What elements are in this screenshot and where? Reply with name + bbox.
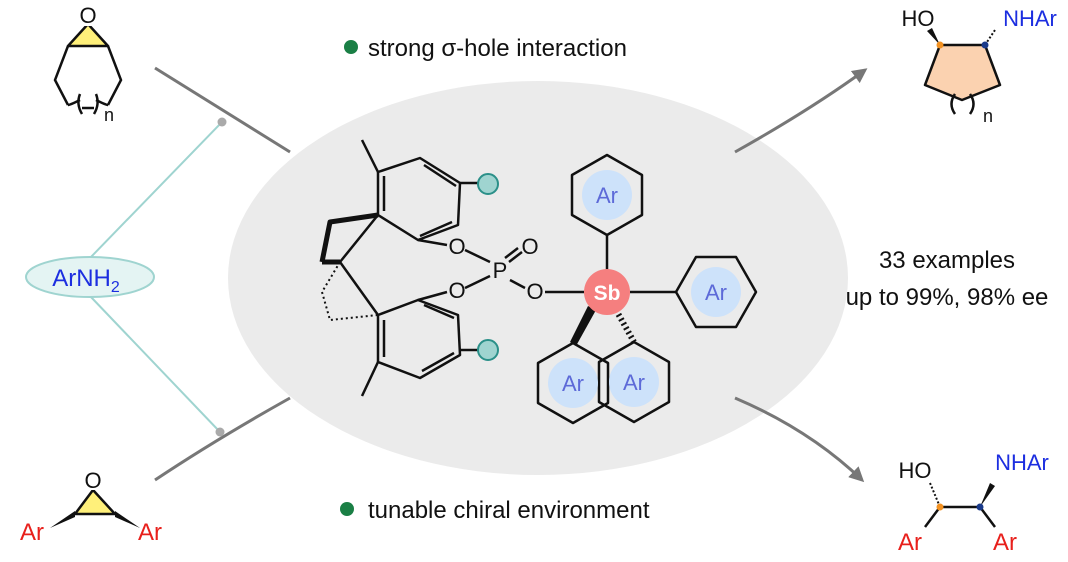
yield-ee: up to 99%, 98% ee [846,284,1049,311]
ar-bottom-left: Ar [562,371,584,396]
ar-top: Ar [596,183,618,208]
acyclic-product-ho: HO [899,458,932,483]
substrate-cyclic-epoxide: O n [53,3,123,125]
acyclic-product-nhar: NHAr [995,450,1049,475]
nucleophile-subscript: 2 [111,279,120,296]
catalyst-labels: O O P O O Sb Ar Ar Ar Ar [448,170,741,408]
cyclic-epoxide-o: O [79,3,96,28]
stilbene-oxide-ar-left: Ar [20,519,44,546]
phosphate-o-link: O [526,279,543,304]
reaction-arrows [154,66,868,483]
phosphate-o-double: O [521,234,538,259]
bullet-bottom-dot [340,502,354,516]
phosphate-p: P [493,258,508,283]
nucleophile-guide-lines [89,121,223,433]
cyclic-product-ho: HO [902,6,935,31]
cyclic-product-nhar: NHAr [1003,6,1057,31]
nucleophile-pill: ArNH2 [25,256,155,298]
acyclic-product-ar-right: Ar [993,529,1017,556]
stilbene-oxide-ar-right: Ar [138,519,162,546]
ar-right: Ar [705,280,727,305]
svg-text:ArNH2: ArNH2 [52,265,120,296]
nucleophile-label: ArNH [52,265,111,292]
ar-bottom-right: Ar [623,370,645,395]
bullet-bottom-text: tunable chiral environment [368,497,650,524]
arrow-to-acyclic-product [734,396,865,483]
examples-count: 33 examples [879,247,1015,274]
substrate-stilbene-oxide: O Ar Ar [20,468,162,546]
bullet-top-dot [344,40,358,54]
merge-dot-bottom [215,427,225,437]
phosphate-o1: O [448,234,465,259]
acyclic-product-ar-left: Ar [898,529,922,556]
product-acyclic: HO NHAr Ar Ar [898,450,1049,556]
catalyst-structure [319,139,758,425]
product-cyclic: HO NHAr n [902,6,1057,126]
stilbene-oxide-o: O [84,468,101,493]
bullet-top-text: strong σ-hole interaction [368,35,627,62]
substituent-top [477,173,499,195]
cyclic-product-n: n [983,106,993,126]
sb-label: Sb [594,282,621,305]
sb-atom [584,269,630,315]
arrow-to-cyclic-product [734,68,868,154]
phosphate-o2: O [448,278,465,303]
merge-dot-top [217,117,227,127]
substituent-bottom [477,339,499,361]
cyclic-epoxide-n: n [104,105,114,125]
